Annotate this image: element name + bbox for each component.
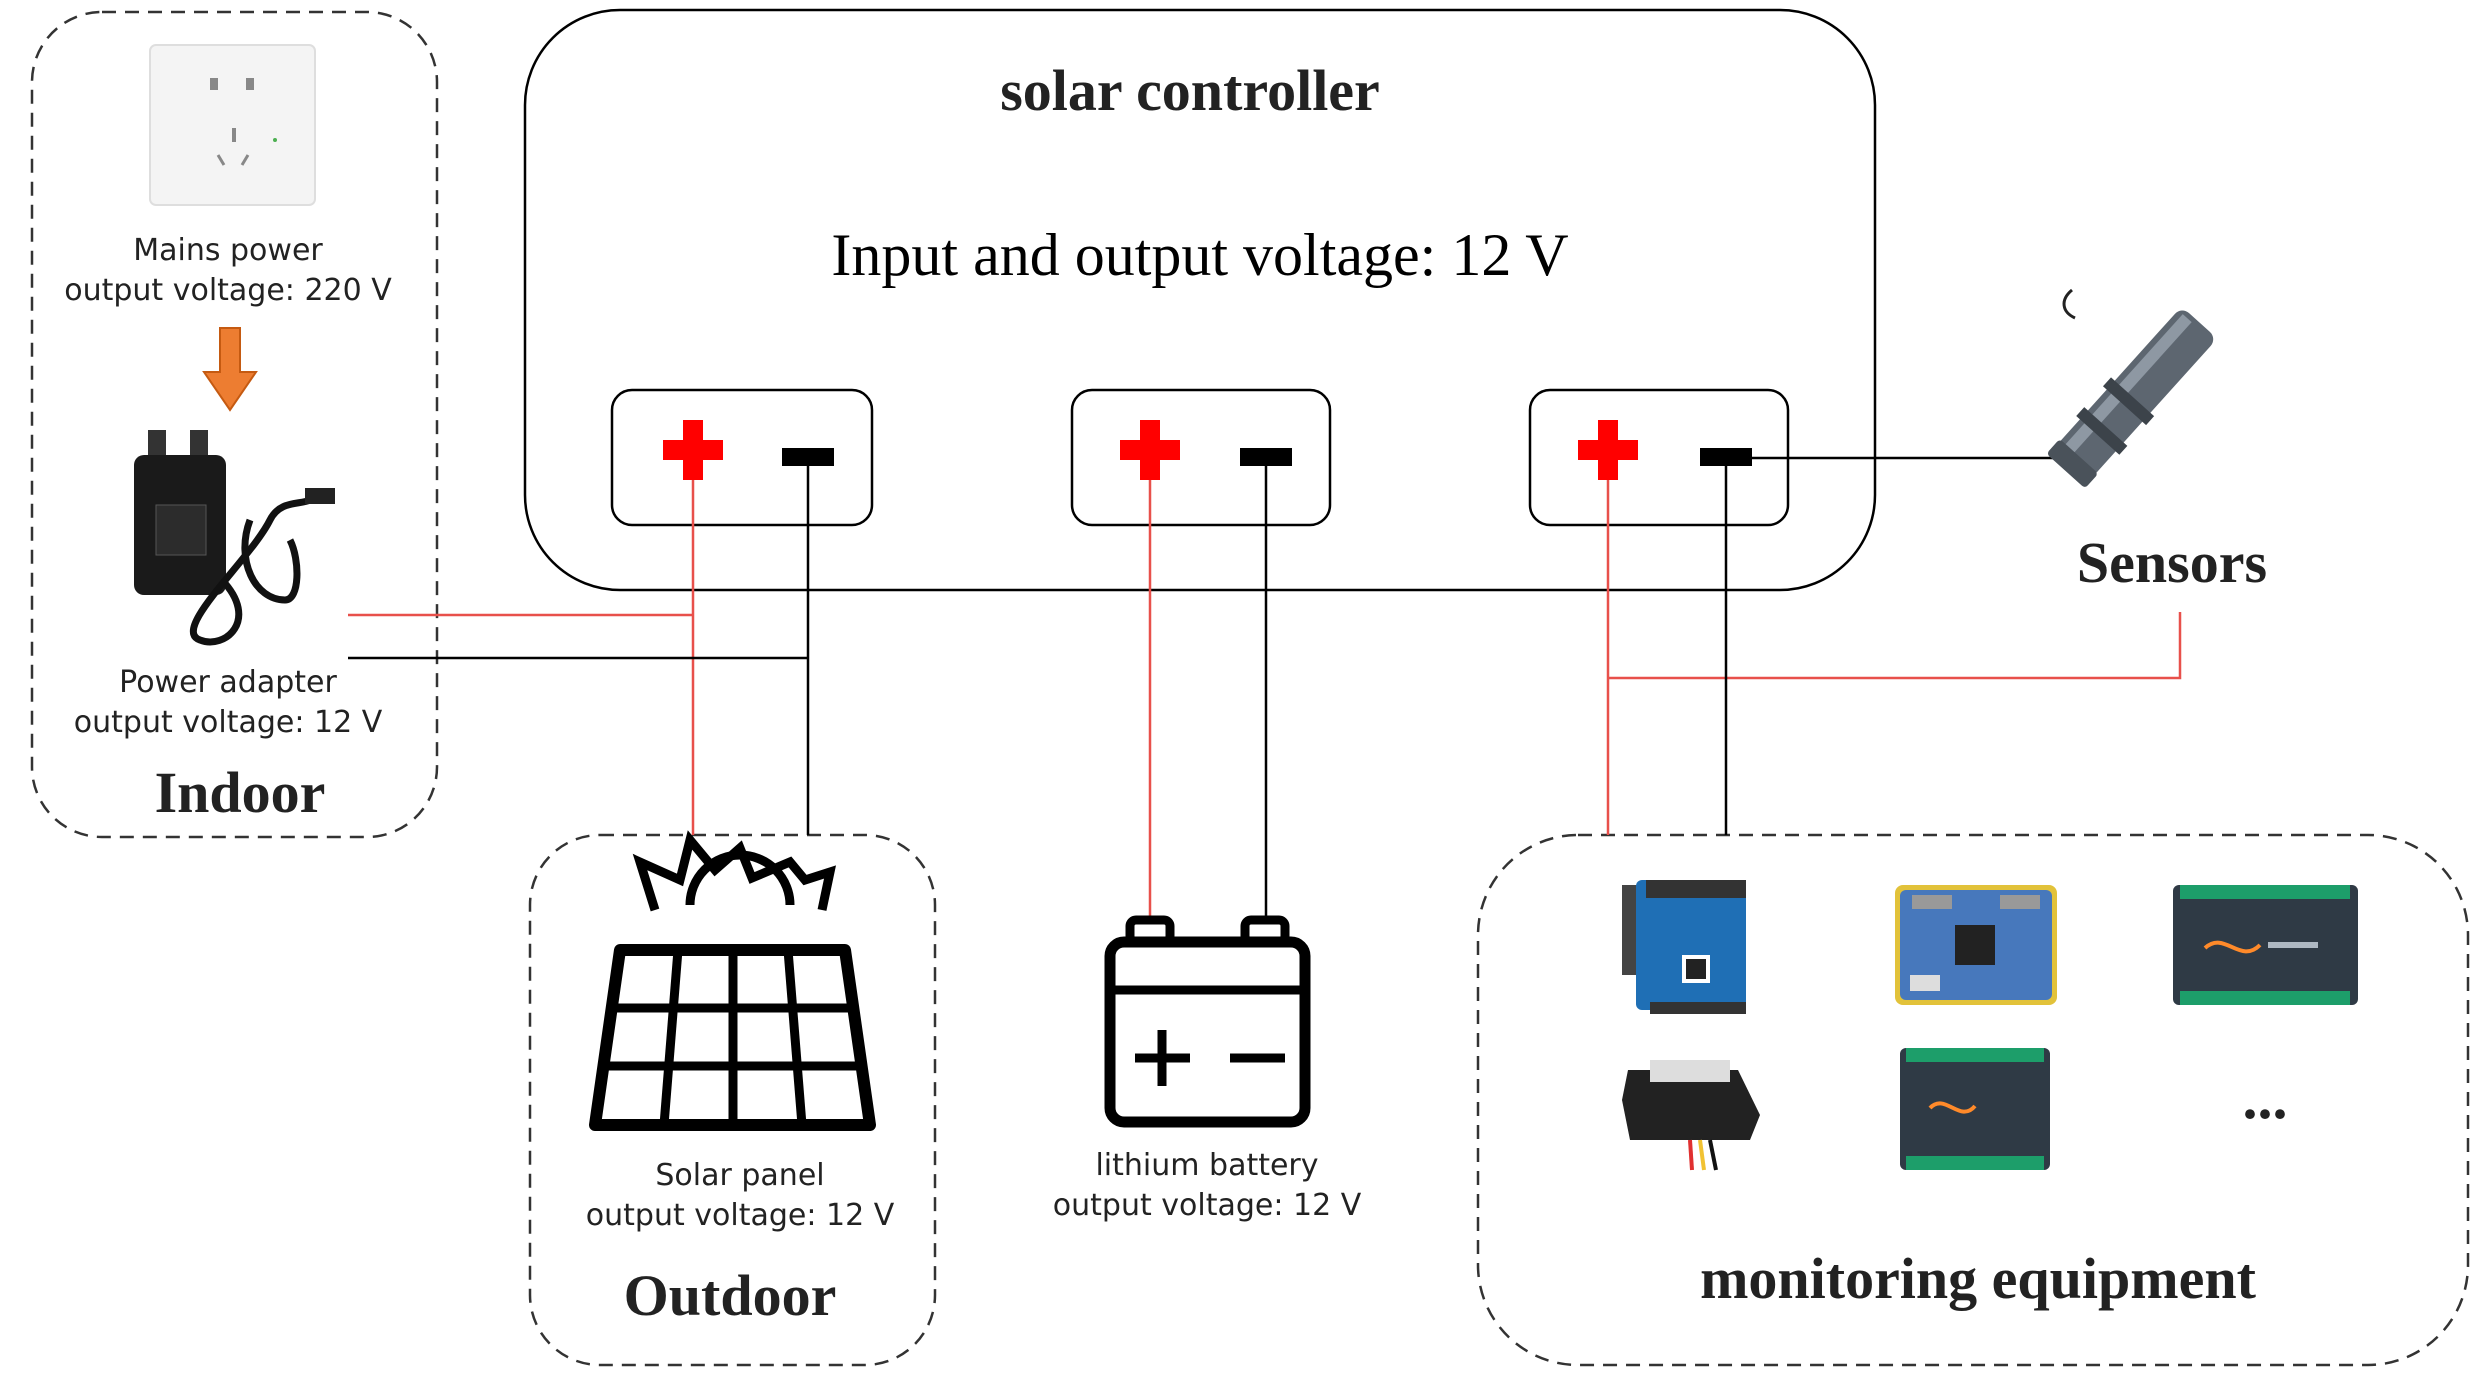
terminal-block-panel-adapter (610, 388, 874, 527)
power-adapter-voltage-label: output voltage: 12 V (74, 705, 383, 740)
indoor-group-label: Indoor (155, 760, 326, 825)
signal-converter-icon (1622, 1060, 1760, 1171)
outdoor-group-label: Outdoor (624, 1263, 837, 1328)
mains-power-label: Mains power (133, 233, 323, 268)
terminal-block-battery (1070, 388, 1332, 527)
battery-voltage-label: output voltage: 12 V (1053, 1188, 1362, 1223)
plus-terminal-icon (1120, 420, 1180, 480)
indoor-group-box (30, 10, 439, 839)
controller-voltage-text: Input and output voltage: 12 V (831, 222, 1568, 288)
solar-panel-voltage-label: output voltage: 12 V (586, 1198, 895, 1233)
power-adapter-label: Power adapter (119, 665, 337, 700)
battery-icon (1104, 915, 1311, 1128)
controller-title: solar controller (1000, 58, 1380, 123)
monitoring-group-label: monitoring equipment (1700, 1246, 2257, 1311)
down-arrow-icon (202, 327, 258, 412)
more-devices-ellipsis: ... (2243, 1065, 2288, 1131)
wall-socket-icon (149, 44, 316, 206)
sensor-probe-icon (2047, 288, 2214, 487)
dev-board-icon (1895, 885, 2057, 1005)
solar-controller-box (523, 8, 1877, 592)
plus-terminal-icon (1578, 420, 1638, 480)
negative-wires (348, 456, 2060, 920)
power-adapter-icon (134, 430, 335, 646)
monitoring-group-box (1476, 833, 2470, 1367)
mains-voltage-label: output voltage: 220 V (64, 273, 392, 308)
battery-label: lithium battery (1095, 1148, 1318, 1183)
io-module-small-icon (1900, 1048, 2050, 1170)
solar-panel-label: Solar panel (655, 1158, 824, 1193)
minus-terminal-icon (1700, 448, 1752, 466)
io-module-icon (2173, 885, 2358, 1005)
minus-terminal-icon (1240, 448, 1292, 466)
terminal-block-load (1528, 388, 1790, 527)
positive-wires (348, 480, 2182, 920)
solar-panel-icon (589, 830, 876, 1131)
plus-terminal-icon (663, 420, 723, 480)
minus-terminal-icon (782, 448, 834, 466)
gateway-device-icon (1622, 880, 1746, 1014)
sensors-label: Sensors (2077, 530, 2267, 595)
